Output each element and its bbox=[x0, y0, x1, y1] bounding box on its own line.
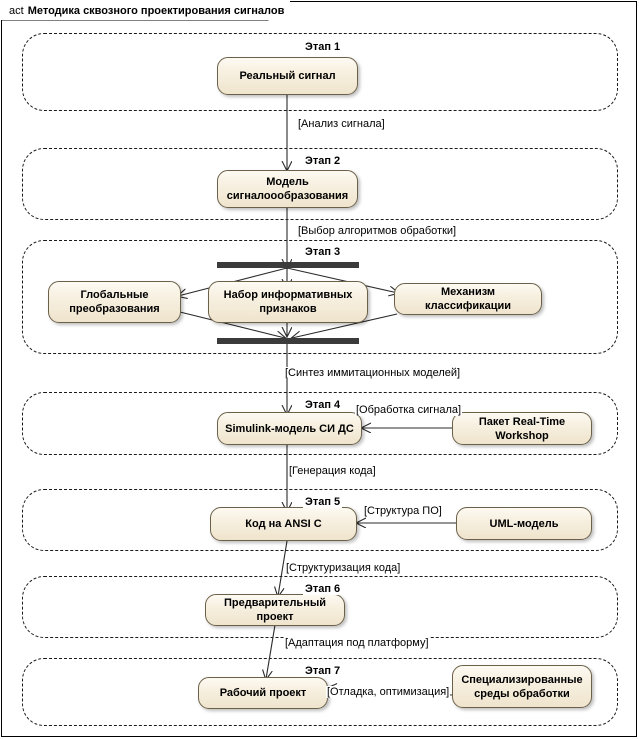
node-ansi-c-code[interactable]: Код на ANSI C bbox=[210, 507, 357, 541]
partition-stage-1 bbox=[22, 33, 618, 111]
partition-stage-5 bbox=[22, 489, 618, 551]
node-preliminary-project-label: Предварительный проект bbox=[224, 597, 326, 623]
flow-label-debug-optimize: [Отладка, оптимизация] bbox=[326, 686, 451, 698]
node-rtw-package-label: Пакет Real-Time Workshop bbox=[478, 415, 566, 442]
node-specialized-environments[interactable]: Специализированные среды обработки bbox=[452, 665, 592, 708]
node-global-transforms-label-1: Глобальные bbox=[80, 289, 149, 301]
flow-label-software-structure: [Структура ПО] bbox=[363, 505, 443, 517]
node-preliminary-project[interactable]: Предварительный проект bbox=[205, 594, 345, 626]
frame-title-kind: act bbox=[9, 4, 24, 17]
frame-title-name: Методика сквозного проектирования сигнал… bbox=[27, 4, 285, 17]
node-simulink-model-label: Simulink-модель СИ ДС bbox=[225, 422, 354, 435]
fork-bar-stage-3 bbox=[217, 262, 359, 268]
flow-label-signal-processing: [Обработка сигнала] bbox=[355, 404, 463, 416]
node-feature-set[interactable]: Набор информативных признаков bbox=[208, 281, 368, 323]
node-feature-set-label-2: признаков bbox=[259, 303, 317, 315]
partition-stage-7 bbox=[22, 658, 618, 726]
node-real-signal[interactable]: Реальный сигнал bbox=[217, 57, 358, 95]
flow-label-code-generation: [Генерация кода] bbox=[288, 465, 377, 477]
stage-label-6: Этап 6 bbox=[303, 583, 343, 595]
flow-label-code-structuring: [Структуризация кода] bbox=[285, 562, 402, 574]
node-ansi-c-code-label: Код на ANSI C bbox=[245, 518, 322, 530]
node-working-project[interactable]: Рабочий проект bbox=[198, 677, 328, 709]
node-uml-model-label: UML-модель bbox=[489, 517, 559, 530]
node-real-signal-label: Реальный сигнал bbox=[239, 70, 336, 82]
stage-label-4: Этап 4 bbox=[303, 399, 343, 411]
node-rtw-package[interactable]: Пакет Real-Time Workshop bbox=[452, 412, 592, 445]
stage-label-3: Этап 3 bbox=[303, 246, 343, 258]
node-signal-model-label-1: Модель bbox=[266, 176, 309, 188]
stage-label-1: Этап 1 bbox=[303, 41, 343, 53]
node-working-project-label: Рабочий проект bbox=[219, 687, 307, 699]
flow-label-algorithm-choice: [Выбор алгоритмов обработки] bbox=[297, 225, 458, 237]
node-global-transforms-label-2: преобразования bbox=[69, 303, 160, 315]
stage-label-7: Этап 7 bbox=[303, 665, 343, 677]
node-specialized-environments-label-1: Специализированные bbox=[461, 673, 583, 686]
flow-label-platform-adaptation: [Адаптация под платформу] bbox=[284, 637, 430, 649]
stage-label-2: Этап 2 bbox=[303, 155, 343, 167]
partition-stage-4 bbox=[22, 392, 618, 455]
node-global-transforms[interactable]: Глобальные преобразования bbox=[48, 281, 181, 323]
node-signal-model[interactable]: Модель сигналоообразования bbox=[217, 170, 358, 208]
node-signal-model-label-2: сигналоообразования bbox=[226, 190, 349, 202]
join-bar-stage-3 bbox=[217, 338, 359, 344]
node-classification-mechanism[interactable]: Механизм классификации bbox=[394, 283, 542, 315]
flow-label-signal-analysis: [Анализ сигнала] bbox=[297, 118, 386, 130]
node-specialized-environments-label-2: среды обработки bbox=[474, 687, 570, 700]
node-feature-set-label-1: Набор информативных bbox=[223, 289, 353, 301]
flow-label-model-synthesis: [Синтез иммитационных моделей] bbox=[284, 367, 462, 379]
node-classification-mechanism-label: Механизм классификации bbox=[424, 286, 512, 312]
partition-stage-3 bbox=[22, 240, 618, 354]
frame-title: act Методика сквозного проектирования си… bbox=[1, 1, 291, 20]
node-simulink-model[interactable]: Simulink-модель СИ ДС bbox=[217, 412, 362, 445]
partition-stage-2 bbox=[22, 148, 618, 220]
node-uml-model[interactable]: UML-модель bbox=[456, 507, 592, 540]
stage-label-5: Этап 5 bbox=[303, 496, 343, 508]
